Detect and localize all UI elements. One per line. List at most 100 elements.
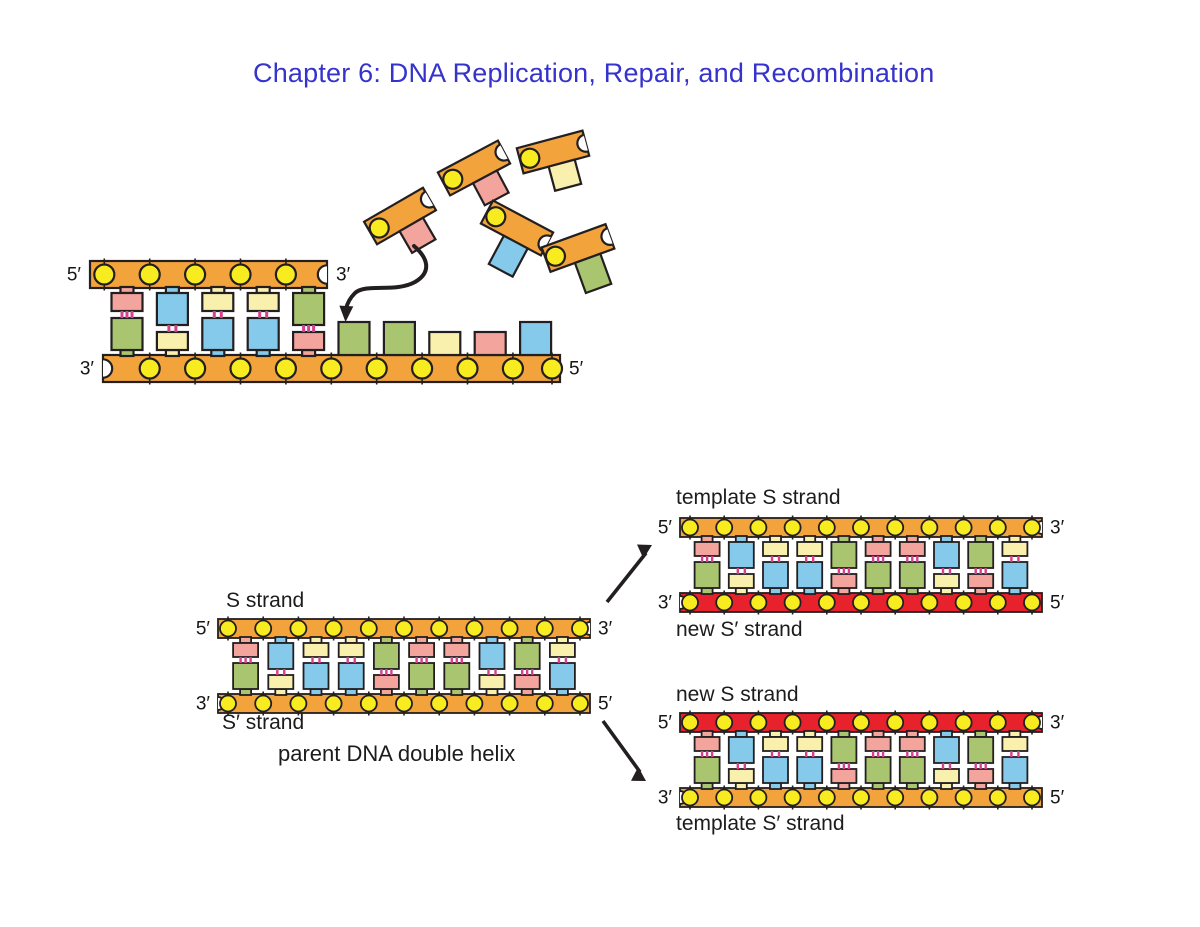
phosphate-icon	[852, 593, 870, 612]
base-green	[967, 535, 995, 569]
phosphate-icon	[920, 593, 939, 612]
base-yellow	[267, 674, 295, 696]
daughter-duplex-bottom: 5′3′3′5′	[658, 710, 1065, 810]
caption-template-s-strand: template S strand	[676, 486, 841, 509]
phosphate-icon	[817, 713, 836, 732]
prime-end-label: 5′	[658, 713, 673, 734]
phosphate-icon	[886, 713, 905, 732]
phosphate-icon	[359, 619, 378, 638]
prime-end-label: 5′	[1050, 593, 1065, 614]
backbone-orange	[217, 691, 591, 716]
hydrogen-bonds-icon	[906, 556, 919, 562]
phosphate-icon	[988, 593, 1007, 612]
base-green	[830, 730, 858, 764]
base-yellow	[428, 330, 462, 357]
prime-end-label: 3′	[80, 359, 95, 380]
base-yellow	[549, 636, 576, 658]
hydrogen-bonds-icon	[805, 556, 815, 562]
phosphate-icon	[229, 357, 252, 380]
base-yellow	[933, 573, 960, 595]
phosphate-icon	[681, 788, 699, 807]
hydrogen-bonds-icon	[906, 751, 919, 757]
base-green	[864, 561, 892, 595]
base-green	[693, 561, 721, 595]
base-yellow	[796, 730, 824, 752]
phosphate-icon	[988, 713, 1007, 732]
hydrogen-bonds-icon	[167, 325, 178, 332]
phosphate-icon	[1023, 518, 1041, 537]
base-blue	[155, 285, 189, 327]
base-green	[443, 662, 471, 696]
caption-s-prime-strand: S′ strand	[222, 711, 305, 734]
free-nucleotide-pink	[436, 139, 512, 207]
base-pink	[864, 535, 892, 557]
daughter-duplex-top: 5′3′3′5′	[658, 515, 1065, 615]
hydrogen-bonds-icon	[736, 763, 746, 769]
phosphate-icon	[535, 619, 554, 638]
phosphate-icon	[184, 263, 207, 286]
base-yellow	[478, 674, 506, 696]
free-nucleotide-green	[540, 222, 616, 295]
hydrogen-bonds-icon	[521, 669, 534, 675]
phosphate-icon	[219, 619, 237, 638]
phosphate-icon	[368, 217, 390, 239]
hydrogen-bonds-icon	[120, 311, 134, 318]
phosphate-icon	[783, 713, 802, 732]
base-yellow	[796, 535, 824, 557]
base-yellow	[337, 636, 365, 658]
phosphate-icon	[681, 713, 699, 732]
caption-new-s-prime-strand: new S′ strand	[676, 618, 803, 641]
phosphate-icon	[715, 713, 734, 732]
phosphate-icon	[715, 518, 734, 537]
prime-end-label: 5′	[196, 619, 211, 640]
phosphate-icon	[715, 593, 734, 612]
base-pink	[830, 573, 858, 595]
phosphate-icon	[365, 357, 388, 380]
base-pink	[292, 330, 326, 358]
hydrogen-bonds-icon	[941, 763, 952, 769]
phosphate-icon	[411, 357, 434, 380]
phosphate-icon	[886, 518, 905, 537]
base-blue	[549, 662, 576, 696]
base-blue	[796, 756, 824, 790]
hydrogen-bonds-icon	[700, 556, 714, 562]
hydrogen-bonds-icon	[805, 751, 815, 757]
phosphate-icon	[715, 788, 734, 807]
base-blue	[478, 636, 506, 670]
prime-end-label: 3′	[1050, 518, 1065, 539]
base-pink	[967, 768, 995, 790]
hydrogen-bonds-icon	[1010, 751, 1020, 757]
phosphate-icon	[852, 788, 870, 807]
phosphate-icon	[886, 788, 905, 807]
base-green	[830, 535, 858, 569]
prime-end-label: 3′	[1050, 713, 1065, 734]
nucleotide-addition-diagram: 5′3′3′5′	[67, 129, 616, 385]
base-pink	[473, 330, 507, 357]
base-yellow	[547, 158, 583, 193]
caption-template-s-prime-strand: template S′ strand	[676, 812, 845, 835]
hydrogen-bonds-icon	[974, 763, 987, 769]
hydrogen-bonds-icon	[346, 657, 356, 663]
caption-new-s-strand: new S strand	[676, 683, 799, 706]
phosphate-icon	[219, 694, 237, 713]
base-pink	[693, 535, 721, 557]
free-nucleotide-yellow	[515, 129, 591, 193]
arrow-up-right-icon	[605, 551, 648, 604]
phosphate-icon	[749, 788, 768, 807]
hydrogen-bonds-icon	[736, 568, 746, 574]
phosphate-icon	[852, 518, 870, 537]
phosphate-icon	[395, 619, 413, 638]
phosphate-icon	[359, 694, 378, 713]
base-green	[382, 320, 416, 357]
phosphate-icon	[571, 694, 589, 713]
base-pink	[398, 216, 437, 255]
phosphate-icon	[886, 593, 905, 612]
hydrogen-bonds-icon	[212, 311, 223, 318]
hydrogen-bonds-icon	[941, 568, 952, 574]
base-green	[110, 316, 144, 358]
base-green	[864, 756, 892, 790]
base-green	[372, 636, 400, 670]
phosphate-icon	[540, 357, 564, 380]
